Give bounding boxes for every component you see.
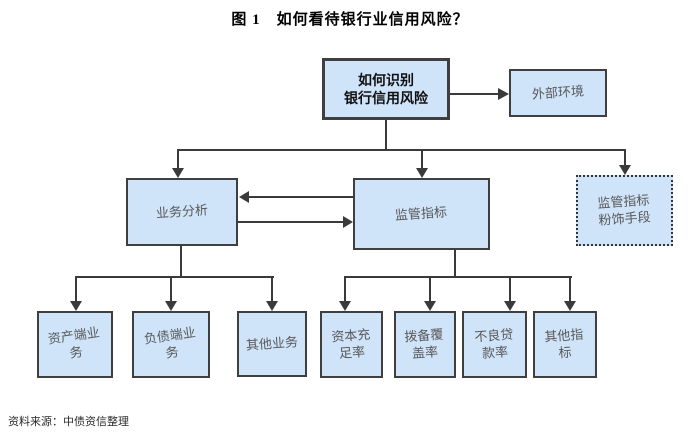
node-label: 资产端业 务 [46, 324, 101, 361]
connector-regulatory-to-business [239, 191, 353, 203]
node-external-environment: 外部环境 [509, 69, 607, 117]
node-label: 拨备覆 盖率 [404, 326, 445, 361]
node-regulatory-indicators: 监管指标 [353, 178, 490, 250]
connector-root-trunk [177, 120, 626, 151]
connector-business-branch [70, 246, 278, 311]
node-provision-coverage-ratio: 拨备覆 盖率 [394, 311, 456, 378]
node-label: 监管指标 [394, 203, 448, 223]
connector-business-to-regulatory [238, 216, 353, 228]
node-liability-side-business: 负债端业 务 [132, 311, 210, 378]
node-indicator-whitewash-methods: 监管指标 粉饰手段 [576, 175, 673, 246]
connector-trunk-to-business [172, 149, 184, 178]
node-label: 不良贷 款率 [473, 326, 514, 361]
node-asset-side-business: 资产端业 务 [37, 311, 113, 378]
connector-trunk-to-regulatory [416, 149, 428, 178]
node-label: 负债端业 务 [142, 324, 197, 361]
figure-title: 图 1 如何看待银行业信用风险？ [231, 12, 469, 28]
node-label: 业务分析 [155, 201, 209, 221]
node-label: 监管指标 粉饰手段 [597, 191, 652, 228]
node-label: 资本充 足率 [330, 326, 371, 361]
connector-root-to-external [450, 88, 509, 100]
node-other-indicators: 其他指 标 [533, 311, 597, 378]
node-capital-adequacy-ratio: 资本充 足率 [320, 311, 383, 378]
node-npl-ratio: 不良贷 款率 [462, 311, 527, 378]
node-other-business: 其他业务 [237, 311, 307, 377]
connector-trunk-to-whitewash [619, 149, 631, 175]
source-note: 资料来源：中债资信整理 [8, 416, 129, 428]
connector-regulatory-branch [339, 250, 576, 311]
node-label: 其他指 标 [544, 326, 585, 360]
node-label: 如何识别 银行信用风险 [344, 71, 428, 106]
node-business-analysis: 业务分析 [126, 178, 238, 246]
node-label: 其他业务 [245, 333, 299, 353]
node-identify-bank-credit-risk: 如何识别 银行信用风险 [322, 58, 450, 120]
node-label: 外部环境 [531, 82, 585, 102]
